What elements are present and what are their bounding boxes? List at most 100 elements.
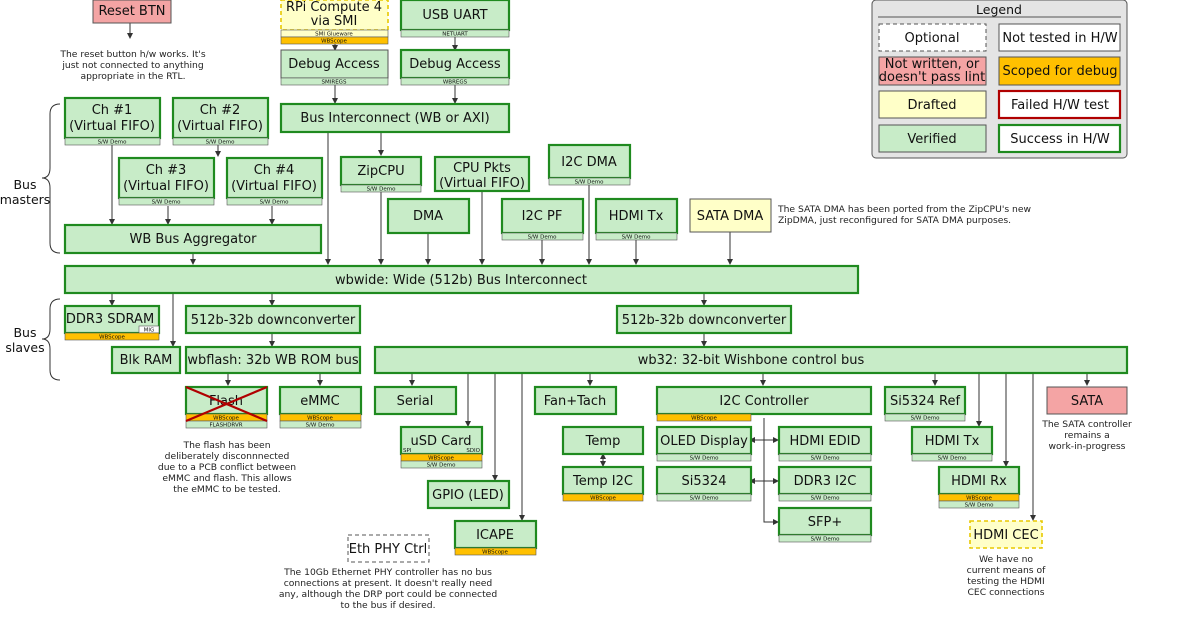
usb-uart-block: USB UART NETUART xyxy=(399,0,511,38)
debug-access-smi-label: Debug Access xyxy=(288,57,380,72)
flash-note-line-2: deliberately disconnnected xyxy=(165,451,290,462)
dma-block: DMA xyxy=(386,197,471,235)
cec-note-line-3: testing the HDMI xyxy=(967,576,1044,587)
hdmi-rx-block: HDMI Rx WBScope S/W Demo xyxy=(937,465,1021,509)
legend-not-written-2: doesn't pass lint xyxy=(879,70,985,85)
legend-drafted-swatch xyxy=(878,90,987,119)
reset-note-line-3: appropriate in the RTL. xyxy=(80,71,185,82)
debug-access-uart-label: Debug Access xyxy=(409,57,501,72)
legend-not-tested-swatch xyxy=(998,23,1121,52)
wbflash-label: wbflash: 32b WB ROM bus xyxy=(187,353,358,368)
temp-i2c-block: Temp I2C WBScope xyxy=(561,465,645,502)
flash-wbscope-tag: WBScope xyxy=(213,416,239,422)
rpi-label-2: via SMI xyxy=(311,14,358,29)
oled-swdemo-tag: S/W Demo xyxy=(690,456,720,462)
i2c-controller-wbscope-tag: WBScope xyxy=(691,416,717,422)
cec-note-line-4: CEC connections xyxy=(968,587,1045,598)
ch1-block: Ch #1 (Virtual FIFO) S/W Demo xyxy=(63,96,162,146)
debug-access-smi-block: Debug Access SMIREGS xyxy=(280,49,389,86)
i2c-controller-label: I2C Controller xyxy=(719,394,809,409)
wbwide-label: wbwide: Wide (512b) Bus Interconnect xyxy=(335,273,587,288)
legend-success: Success in H/W xyxy=(1010,132,1110,147)
icape-label: ICAPE xyxy=(476,528,514,543)
gpio-block: GPIO (LED) xyxy=(426,479,511,510)
si5324-ref-block: Si5324 Ref S/W Demo xyxy=(883,385,967,422)
wbregs-tag: WBREGS xyxy=(443,80,468,86)
eth-phy-block: Eth PHY Ctrl xyxy=(347,534,430,563)
wbwide-block: wbwide: Wide (512b) Bus Interconnect xyxy=(63,264,860,295)
legend: Legend Optional Not tested in H/W Not wr… xyxy=(871,0,1128,159)
ch1-sublabel: (Virtual FIFO) xyxy=(69,119,155,134)
legend-failed: Failed H/W test xyxy=(1011,98,1109,113)
wbflash-block: wbflash: 32b WB ROM bus xyxy=(184,345,362,375)
legend-failed-swatch xyxy=(997,89,1122,120)
wb-bus-aggregator-label: WB Bus Aggregator xyxy=(129,232,257,247)
sata-note-line-3: work-in-progress xyxy=(1049,441,1126,452)
hdmi-edid-swdemo-tag: S/W Demo xyxy=(811,456,841,462)
si5324-block: Si5324 S/W Demo xyxy=(655,465,753,502)
downconverter-right-label: 512b-32b downconverter xyxy=(622,313,787,328)
ch3-swdemo-tag: S/W Demo xyxy=(152,200,182,206)
eth-note-line-2: connections at present. It doesn't reall… xyxy=(284,578,493,589)
cec-note-line-2: current means of xyxy=(967,565,1046,576)
zipcpu-block: ZipCPU S/W Demo xyxy=(339,155,423,193)
bus-slaves-bracket: Bus slaves xyxy=(5,298,61,381)
ddr3-wbscope-tag: WBScope xyxy=(99,335,125,341)
legend-title: Legend xyxy=(976,2,1022,17)
smi-glueware-tag: SMI Glueware xyxy=(315,32,353,38)
bus-masters-label-2: masters xyxy=(0,192,50,207)
spi-tag: SPI xyxy=(403,448,412,454)
hdmi-tx-master-label: HDMI Tx xyxy=(609,209,664,224)
wb-bus-aggregator-block: WB Bus Aggregator xyxy=(63,223,323,255)
downconverter-right-block: 512b-32b downconverter xyxy=(615,304,793,335)
netuart-tag: NETUART xyxy=(442,32,468,38)
sata-dma-label: SATA DMA xyxy=(697,209,764,224)
ch4-swdemo-tag: S/W Demo xyxy=(260,200,290,206)
usd-card-block: uSD Card SPI SDIO WBScope S/W Demo xyxy=(399,425,484,469)
flash-block: Flash WBScope FLASHDRVR xyxy=(184,385,269,429)
ch3-block: Ch #3 (Virtual FIFO) S/W Demo xyxy=(117,156,216,206)
oled-display-block: OLED Display S/W Demo xyxy=(655,425,753,462)
hdmi-rx-wbscope-tag: WBScope xyxy=(966,496,992,502)
legend-optional: Optional xyxy=(905,31,960,46)
si5324-swdemo-tag: S/W Demo xyxy=(690,496,720,502)
ch4-label: Ch #4 xyxy=(254,163,295,178)
hdmi-tx-master-swdemo-tag: S/W Demo xyxy=(622,235,652,241)
downconverter-left-block: 512b-32b downconverter xyxy=(184,304,362,335)
hdmi-edid-label: HDMI EDID xyxy=(789,434,860,449)
serial-block: Serial xyxy=(373,385,458,416)
i2c-pf-block: I2C PF S/W Demo xyxy=(500,197,585,241)
eth-phy-label: Eth PHY Ctrl xyxy=(349,542,428,557)
flash-label: Flash xyxy=(209,394,243,409)
rpi-compute-block: RPi Compute 4 via SMI SMI Glueware WBSco… xyxy=(280,0,389,45)
smiregs-tag: SMIREGS xyxy=(322,80,347,86)
emmc-label: eMMC xyxy=(300,394,340,409)
legend-not-written-1: Not written, or xyxy=(885,57,980,72)
legend-scoped: Scoped for debug xyxy=(1003,64,1118,79)
hdmi-edid-block: HDMI EDID S/W Demo xyxy=(777,425,873,462)
ch1-label: Ch #1 xyxy=(92,103,133,118)
ch2-block: Ch #2 (Virtual FIFO) S/W Demo xyxy=(171,96,270,146)
connection-wires xyxy=(109,22,1090,525)
ddr3-sdram-label: DDR3 SDRAM xyxy=(66,312,154,327)
sfp-plus-swdemo-tag: S/W Demo xyxy=(811,537,841,543)
bus-masters-bracket: Bus masters xyxy=(0,103,61,254)
oled-display-label: OLED Display xyxy=(660,434,748,449)
ddr3-i2c-swdemo-tag: S/W Demo xyxy=(811,496,841,502)
hdmi-tx-slave-block: HDMI Tx S/W Demo xyxy=(910,425,994,462)
emmc-swdemo-tag: S/W Demo xyxy=(306,423,336,429)
i2c-dma-swdemo-tag: S/W Demo xyxy=(575,180,605,186)
bus-slaves-label-1: Bus xyxy=(13,325,36,340)
eth-note-line-1: The 10Gb Ethernet PHY controller has no … xyxy=(283,567,492,578)
eth-note-line-4: to the bus if desired. xyxy=(340,600,435,611)
ch3-sublabel: (Virtual FIFO) xyxy=(123,179,209,194)
downconverter-left-label: 512b-32b downconverter xyxy=(191,313,356,328)
hdmi-rx-label: HDMI Rx xyxy=(951,474,1007,489)
rpi-wbscope-tag: WBScope xyxy=(321,39,347,45)
hdmi-cec-label: HDMI CEC xyxy=(973,528,1038,543)
legend-not-written-swatch xyxy=(878,56,987,86)
sfp-plus-block: SFP+ S/W Demo xyxy=(777,506,873,543)
sata-note-line-1: The SATA controller xyxy=(1041,419,1132,430)
reset-btn-label: Reset BTN xyxy=(98,4,165,19)
